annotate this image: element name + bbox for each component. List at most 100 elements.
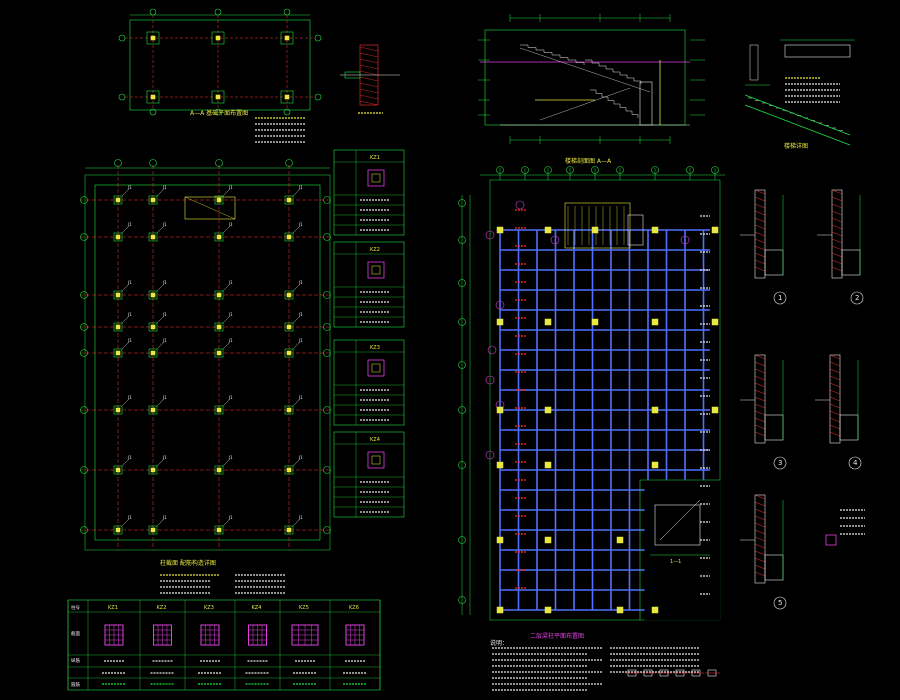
leader-line: [121, 226, 129, 234]
wall-rebar: [831, 217, 843, 223]
column-type-table: [333, 431, 405, 518]
axis-bubble: [323, 526, 331, 534]
column-footing: [284, 465, 294, 475]
detail-number-circle: [773, 456, 787, 470]
wall-rebar: [829, 389, 841, 395]
column-stub: [215, 35, 221, 41]
footing-tag: J1: [228, 280, 233, 285]
leader-line: [121, 189, 129, 197]
column-stub: [150, 94, 156, 100]
axis-bubble: [458, 199, 466, 207]
axis-bubble: [458, 406, 466, 414]
column: [150, 350, 156, 356]
axis-bubble: [314, 93, 322, 101]
wall-rebar: [754, 217, 766, 223]
axis-bubble: [651, 166, 659, 174]
left-plan-outer-border: [84, 174, 331, 551]
leader-line: [222, 316, 230, 324]
column-type-label: KZ2: [157, 605, 167, 611]
footing-tag: J1: [162, 515, 167, 520]
plan-column: [496, 406, 504, 414]
column-type-table: [333, 241, 405, 328]
footing-tag: J1: [298, 338, 303, 343]
wall-rebar: [754, 571, 766, 577]
plan-column: [544, 536, 552, 544]
axis-bubble: [591, 166, 599, 174]
detail-number-circle: [848, 456, 862, 470]
axis-bubble: [80, 406, 88, 414]
footing-tag: J1: [127, 222, 132, 227]
axis-bubble: [458, 279, 466, 287]
axis-bubble: [458, 318, 466, 326]
section-index-circle: [495, 300, 505, 310]
section-index-circle: [515, 200, 525, 210]
column: [150, 527, 156, 533]
column: [216, 197, 222, 203]
wall-rebar: [754, 245, 766, 251]
leader-line: [156, 284, 164, 292]
column-footing: [148, 405, 158, 415]
detail-number: 1: [778, 294, 782, 302]
detail-number: 2: [855, 294, 859, 302]
axis-bubble: [458, 236, 466, 244]
axis-bubble: [283, 8, 291, 16]
leader-line: [292, 284, 300, 292]
column: [216, 292, 222, 298]
column-footing: [113, 232, 123, 242]
footing-tag: J1: [228, 312, 233, 317]
leader-line: [222, 189, 230, 197]
wall-rebar: [829, 403, 841, 409]
detail-number-circle: [773, 596, 787, 610]
axis-bubble: [80, 233, 88, 241]
column-type-label: KZ1: [108, 605, 118, 611]
column-footing: [113, 290, 123, 300]
section-index-circle: [485, 230, 495, 240]
stair-small-section: [749, 44, 759, 81]
axis-bubble: [323, 291, 331, 299]
column: [286, 350, 292, 356]
column-stub: [284, 35, 290, 41]
wall-hatch: [359, 64, 379, 70]
footing-tag: J1: [298, 515, 303, 520]
axis-bubble: [80, 291, 88, 299]
axis-bubble: [521, 166, 529, 174]
stair-flight-rebar: [744, 104, 851, 146]
plan-column: [544, 461, 552, 469]
leader-line: [292, 399, 300, 407]
stair-opening: [184, 196, 236, 220]
wall-rebar: [831, 266, 843, 272]
stair-landing-wall: [639, 81, 653, 126]
wall-detail-foot: [764, 414, 784, 441]
top-plan-title: A—A 基础平面布置图: [190, 110, 249, 117]
wall-hatch: [359, 58, 379, 64]
wall-hatch: [359, 100, 379, 106]
wall-rebar: [754, 396, 766, 402]
wall-rebar: [831, 224, 843, 230]
plan-column: [544, 606, 552, 614]
column-footing: [284, 232, 294, 242]
axis-bubble: [458, 361, 466, 369]
plan-column: [651, 406, 659, 414]
column-stub: [284, 94, 290, 100]
wall-rebar: [754, 410, 766, 416]
plan-column: [651, 461, 659, 469]
wall-hatch: [359, 76, 379, 82]
stair-detail-title: 楼梯详图: [784, 143, 809, 150]
wall-rebar: [754, 259, 766, 265]
wall-rebar: [754, 361, 766, 367]
axis-bubble: [496, 166, 504, 174]
wall-rebar: [754, 238, 766, 244]
footing-tag: J1: [228, 222, 233, 227]
leader-line: [156, 342, 164, 350]
wall-rebar: [754, 431, 766, 437]
wall-rebar: [754, 529, 766, 535]
axis-bubble: [118, 93, 126, 101]
wall-rebar: [754, 536, 766, 542]
footing: [211, 31, 225, 45]
column-footing: [148, 525, 158, 535]
wall-rebar: [831, 210, 843, 216]
leader-line: [292, 459, 300, 467]
column: [216, 350, 222, 356]
column: [216, 527, 222, 533]
